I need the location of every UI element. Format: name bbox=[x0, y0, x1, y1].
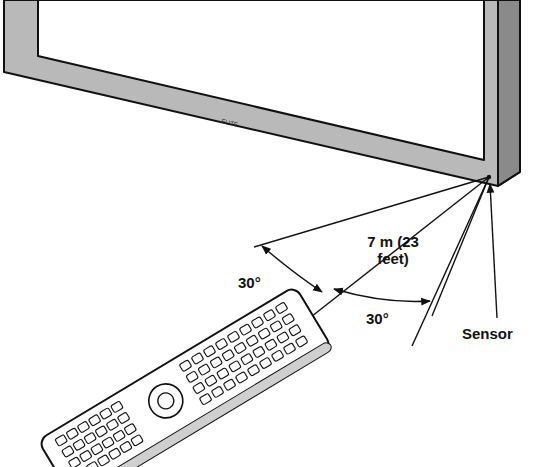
remote-button bbox=[198, 364, 211, 376]
remote-button bbox=[247, 364, 260, 376]
remote-button bbox=[99, 408, 112, 420]
remote-button bbox=[97, 454, 110, 466]
remote-button bbox=[102, 437, 115, 449]
remote-button bbox=[68, 457, 81, 467]
remote-button bbox=[55, 434, 68, 446]
reception-rays bbox=[254, 177, 489, 346]
remote-button bbox=[263, 309, 276, 321]
remote-button bbox=[241, 353, 254, 365]
remote-button bbox=[227, 331, 240, 343]
remote-button bbox=[271, 350, 284, 362]
remote-button bbox=[88, 414, 101, 426]
remote-button bbox=[277, 332, 290, 344]
remote-button bbox=[259, 357, 272, 369]
tv-illustration bbox=[4, 0, 520, 186]
remote-button bbox=[215, 338, 228, 350]
remote-button bbox=[106, 419, 119, 431]
remote-button bbox=[295, 335, 308, 347]
remote-button bbox=[253, 346, 266, 358]
remote-button bbox=[270, 320, 283, 332]
angle-label: 30° bbox=[238, 274, 278, 291]
remote-button bbox=[62, 446, 75, 458]
remote-button bbox=[205, 375, 218, 387]
remote-button bbox=[95, 425, 108, 437]
remote-button bbox=[223, 379, 236, 391]
remote-button bbox=[111, 401, 124, 413]
remote-button bbox=[282, 313, 295, 325]
remote-button bbox=[289, 324, 302, 336]
remote-button bbox=[283, 343, 296, 355]
remote-button bbox=[73, 439, 86, 451]
remote-button bbox=[246, 335, 259, 347]
remote-button bbox=[275, 302, 288, 314]
remote-button bbox=[84, 432, 97, 444]
remote-button bbox=[193, 382, 206, 394]
remote-button bbox=[229, 360, 242, 372]
remote-button bbox=[117, 412, 130, 424]
remote-button bbox=[222, 349, 235, 361]
remote-button bbox=[239, 324, 252, 336]
remote-button bbox=[210, 356, 223, 368]
remote-button bbox=[265, 339, 278, 351]
remote-button bbox=[235, 371, 248, 383]
remote-button bbox=[108, 448, 121, 460]
remote-button bbox=[91, 443, 104, 455]
remote-button bbox=[191, 352, 204, 364]
remote-button bbox=[79, 450, 92, 462]
remote-button bbox=[179, 360, 192, 372]
remote-button bbox=[186, 371, 199, 383]
remote-button bbox=[120, 441, 133, 453]
range-label: 7 m (23 feet) bbox=[355, 233, 431, 268]
remote-button bbox=[234, 342, 247, 354]
remote-button bbox=[251, 316, 264, 328]
remote-button bbox=[258, 328, 271, 340]
remote-button bbox=[77, 421, 90, 433]
remote-button bbox=[124, 423, 137, 435]
remote-button bbox=[203, 345, 216, 357]
sensor-label: Sensor bbox=[462, 325, 538, 342]
remote-button bbox=[113, 430, 126, 442]
remote-button bbox=[199, 393, 212, 405]
remote-button bbox=[86, 461, 99, 467]
remote-button bbox=[211, 386, 224, 398]
remote-button bbox=[66, 428, 79, 440]
leader-line bbox=[490, 184, 497, 318]
remote-button bbox=[131, 434, 144, 446]
angle-label: 30° bbox=[366, 310, 406, 327]
remote-button bbox=[217, 368, 230, 380]
remote-illustration bbox=[38, 286, 333, 467]
